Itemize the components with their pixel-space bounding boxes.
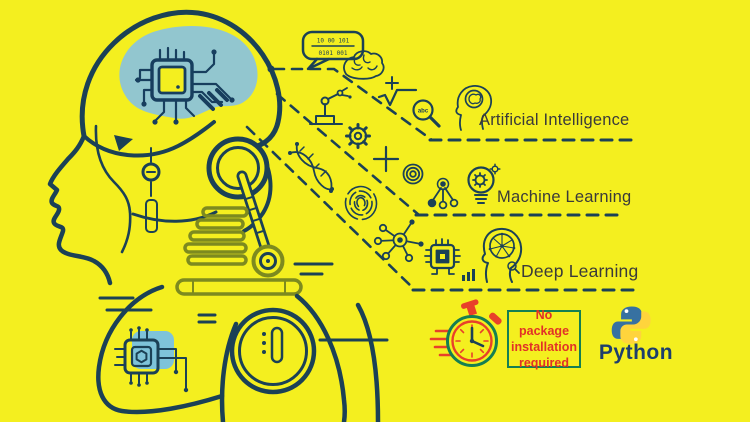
lightbulb-gears-icon — [467, 163, 501, 204]
no-package-line-3: required — [518, 356, 569, 371]
stopwatch-icon — [429, 299, 502, 367]
plus-icon — [385, 76, 399, 90]
speed-lines — [98, 262, 389, 342]
magnifier-abc-icon: abc — [412, 99, 441, 128]
neck-slats — [183, 206, 249, 266]
ai-head-icon — [455, 85, 493, 131]
eye — [114, 135, 133, 151]
bubble-binary-line-1: 10 00 101 — [317, 38, 350, 45]
circuit-brain — [134, 46, 235, 125]
fingerprint-icon — [344, 185, 378, 221]
artificial-intelligence-label: Artificial Intelligence — [479, 111, 630, 129]
machine-learning-label: Machine Learning — [497, 188, 632, 206]
dna-icon — [288, 142, 334, 193]
deep-learning-label: Deep Learning — [521, 261, 639, 281]
bubble-binary-line-2: 0101 001 — [319, 50, 348, 57]
no-package-badge: No package installation required — [507, 307, 581, 371]
dashed-connector-lines — [245, 65, 636, 292]
plus-large-icon — [372, 145, 400, 173]
no-package-line-1: No package — [518, 307, 570, 338]
magnifier-letters: abc — [418, 109, 429, 115]
hierarchy-icon — [427, 177, 459, 210]
coil-icon — [402, 163, 424, 185]
brain-icon — [343, 50, 385, 80]
face-profile — [47, 133, 113, 286]
network-hub-icon — [373, 219, 424, 263]
python-logo-icon — [611, 306, 651, 344]
python-label: Python — [598, 341, 674, 364]
speech-bubble-binary-icon: 10 00 101 0101 001 — [301, 30, 365, 71]
square-root-icon — [377, 88, 418, 107]
robot-illustration — [47, 9, 389, 422]
dl-head-icon — [481, 227, 523, 283]
gear-icon — [345, 123, 371, 149]
robot-arm-icon — [309, 87, 352, 125]
no-package-line-2: installation — [511, 340, 577, 354]
mini-bar-chart-icon — [462, 269, 475, 281]
chip-icon — [424, 238, 461, 275]
chest-chip — [114, 326, 189, 393]
